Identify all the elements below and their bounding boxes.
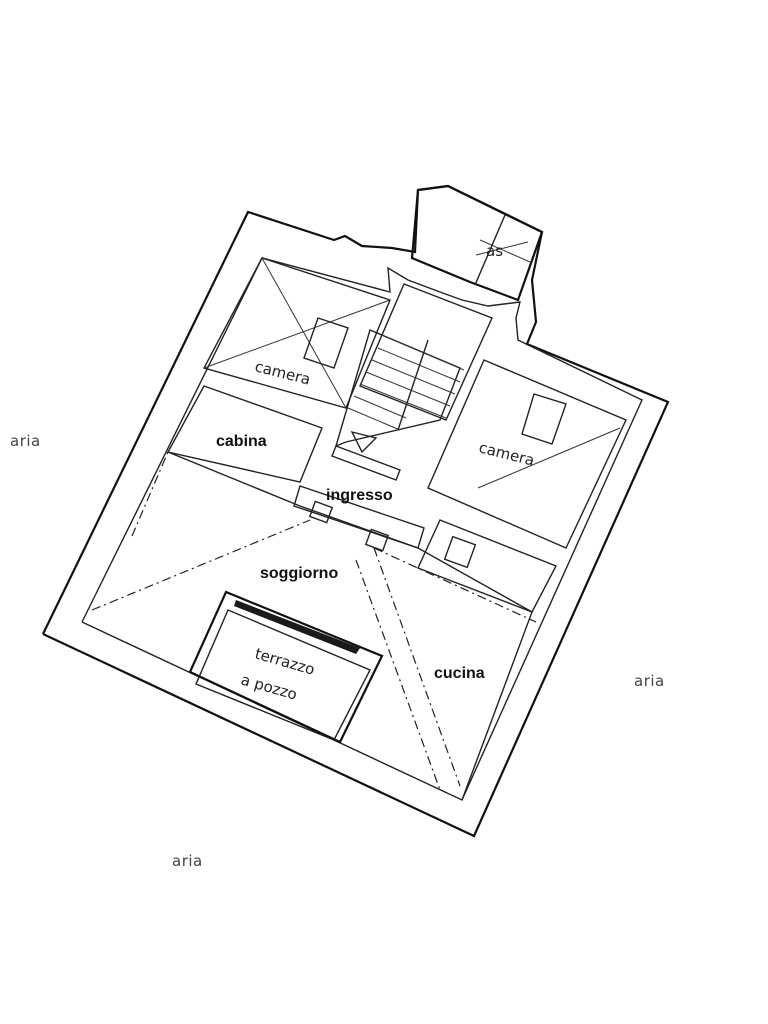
- stair-landing: [331, 445, 401, 481]
- stair-outline: [359, 283, 493, 421]
- exterior-label-right: aria: [634, 672, 665, 690]
- room-camera-right: camera: [427, 359, 627, 549]
- stair-step: [353, 395, 407, 419]
- cabina-outline: [166, 385, 323, 483]
- camera-right-bed: [521, 393, 567, 445]
- room-ingresso: ingresso: [293, 485, 425, 552]
- storage-fixture: [443, 535, 477, 569]
- exterior-label-left: aria: [10, 432, 41, 450]
- bathroom-fixture-line: [475, 241, 529, 256]
- stair-step: [371, 359, 456, 395]
- stair-step: [359, 383, 447, 419]
- stair-step: [365, 371, 451, 407]
- terrace-courtyard: terrazzo a pozzo: [188, 590, 384, 744]
- stair-handrail: [397, 339, 429, 431]
- camera-right-diagonal: [477, 427, 621, 489]
- soggiorno-diagonal: [91, 519, 311, 611]
- exterior-label-bottom: aria: [172, 852, 203, 870]
- terrace-outer: [188, 590, 384, 744]
- ingresso-column: [364, 528, 390, 552]
- camera-left-diagonal: [261, 257, 347, 409]
- storage-outline: [417, 519, 557, 613]
- camera-left-bed: [303, 317, 349, 369]
- room-cabina: cabina: [166, 385, 323, 483]
- bathroom: as: [410, 184, 544, 302]
- terrace-inner: [195, 609, 371, 741]
- camera-right-outline: [427, 359, 627, 549]
- cucina-label: cucina: [434, 665, 485, 682]
- room-soggiorno: soggiorno cucina: [91, 451, 537, 801]
- terrace-hatching: [234, 600, 360, 654]
- camera-left-diagonal: [203, 299, 391, 369]
- cabina-label: cabina: [216, 433, 267, 450]
- room-camera-left: camera: [202, 257, 391, 409]
- camera-right-label: camera: [477, 438, 536, 469]
- cucina-diagonal: [355, 559, 441, 791]
- bathroom-label: as: [486, 242, 503, 260]
- ingresso-label: ingresso: [326, 487, 393, 504]
- stair-step: [347, 407, 401, 431]
- building-envelope: [42, 184, 670, 838]
- soggiorno-diagonal: [373, 547, 537, 623]
- bathroom-wall: [410, 184, 544, 302]
- bathroom-fixture-line: [479, 239, 531, 263]
- cucina-diagonal: [373, 547, 461, 787]
- stair-arrow-icon: [350, 430, 378, 454]
- soggiorno-label: soggiorno: [260, 565, 338, 582]
- staircase: [331, 283, 493, 481]
- ingresso-column: [308, 500, 334, 524]
- bathroom-partition: [474, 214, 506, 286]
- inner-wall: [81, 257, 643, 801]
- soggiorno-edge: [131, 451, 169, 537]
- room-storage: [417, 519, 557, 613]
- living-boundary: [167, 451, 533, 801]
- terrace-label-line1: terrazzo: [253, 645, 317, 679]
